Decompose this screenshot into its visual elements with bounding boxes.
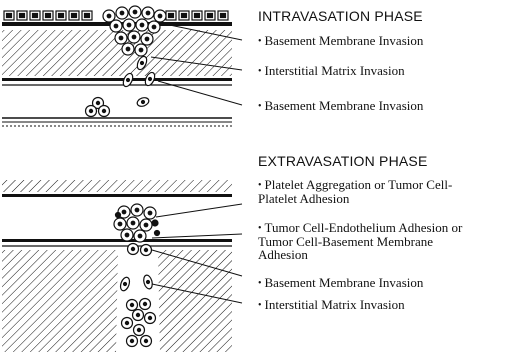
circulating-tumor-cells [86, 98, 110, 117]
intravasation-label-basement-membrane-2: •Basement Membrane Invasion [258, 99, 423, 113]
bullet: • [258, 223, 262, 234]
intravasation-label-basement-membrane: •Basement Membrane Invasion [258, 34, 423, 48]
platelet-tumor-aggregate [114, 204, 160, 242]
label-text: Basement Membrane Invasion [265, 275, 424, 290]
vessel-basement-membrane-lower [2, 239, 232, 242]
bullet: • [258, 101, 262, 112]
label-text: Interstitial Matrix Invasion [265, 297, 405, 312]
bullet: • [258, 66, 262, 77]
bullet: • [258, 36, 262, 47]
bullet: • [258, 180, 262, 191]
extravasation-label-basement-membrane: •Basement Membrane Invasion [258, 276, 423, 290]
vessel-basement-membrane [2, 78, 232, 81]
label-text: Basement Membrane Invasion [265, 98, 424, 113]
intravasation-title: INTRAVASATION PHASE [258, 8, 423, 24]
bullet: • [258, 278, 262, 289]
intravasation-label-interstitial-matrix: •Interstitial Matrix Invasion [258, 64, 405, 78]
extravasation-label-platelet: •Platelet Aggregation or Tumor Cell- Pla… [258, 178, 452, 205]
vessel-wall-top [2, 194, 232, 197]
bullet: • [258, 300, 262, 311]
label-text: Interstitial Matrix Invasion [265, 63, 405, 78]
label-text: Tumor Cell-Endothelium Adhesion or Tumor… [258, 220, 462, 262]
extravasation-label-interstitial-matrix: •Interstitial Matrix Invasion [258, 298, 405, 312]
extravasation-label-endothelium-adhesion: •Tumor Cell-Endothelium Adhesion or Tumo… [258, 221, 462, 261]
extravasation-title: EXTRAVASATION PHASE [258, 153, 428, 169]
label-text: Basement Membrane Invasion [265, 33, 424, 48]
extravasation-illustration [2, 180, 242, 352]
label-text: Platelet Aggregation or Tumor Cell- Plat… [258, 177, 452, 206]
intravasation-illustration [2, 6, 242, 126]
